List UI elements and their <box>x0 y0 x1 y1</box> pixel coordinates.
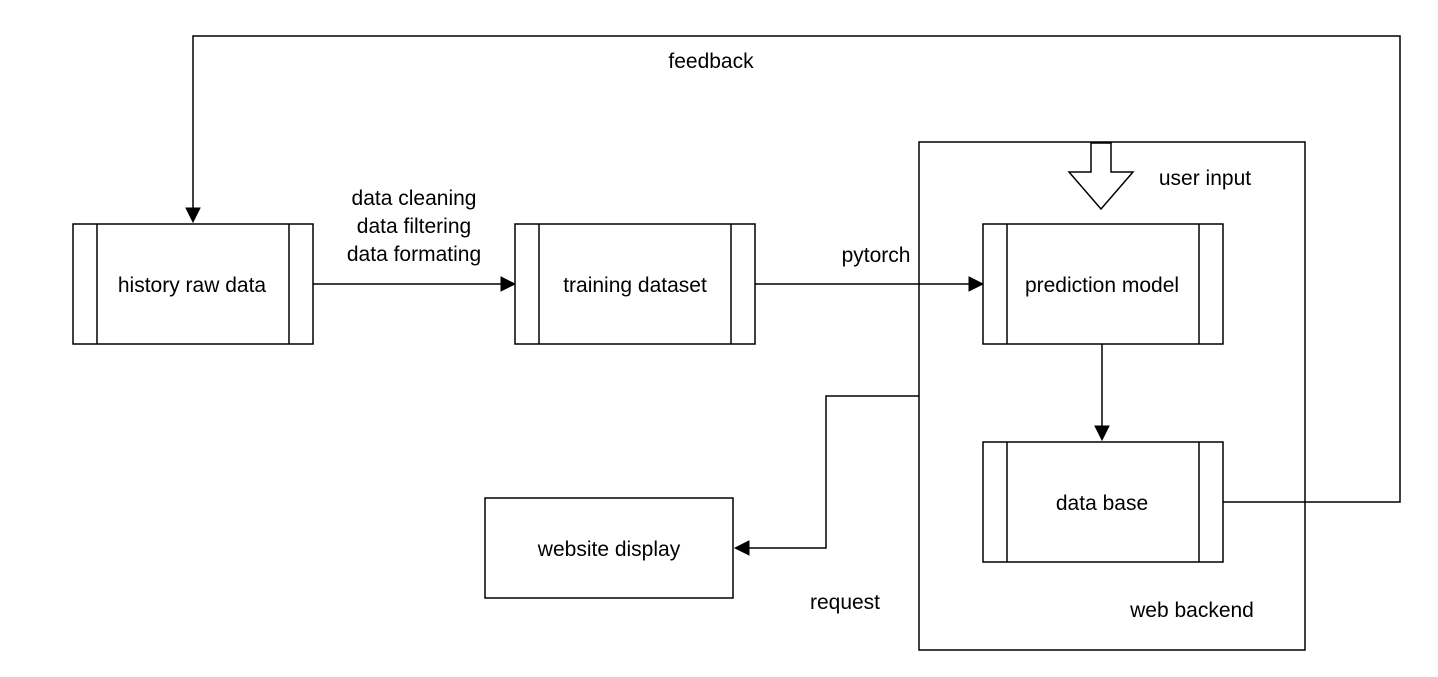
preprocessing-label-line-3: data formating <box>347 243 481 266</box>
preprocessing-label-line-2: data filtering <box>357 215 471 238</box>
website-display-label: website display <box>537 538 681 561</box>
data-base-node: data base <box>982 441 1224 563</box>
request-arrowhead <box>733 540 750 556</box>
preprocessing-arrowhead <box>500 276 517 292</box>
model-to-database-edge <box>1094 344 1110 442</box>
training-dataset-node: training dataset <box>514 223 756 345</box>
history-raw-data-label: history raw data <box>118 274 267 297</box>
prediction-model-node: prediction model <box>982 223 1224 345</box>
website-display-node: website display <box>484 497 734 599</box>
web-backend-label: web backend <box>1129 599 1254 622</box>
request-label: request <box>810 591 880 614</box>
feedback-label: feedback <box>668 50 754 73</box>
preprocessing-edge: data cleaning data filtering data format… <box>313 187 517 292</box>
web-backend-container: web backend <box>918 141 1306 651</box>
training-edge: pytorch <box>755 244 985 292</box>
feedback-arrowhead <box>185 207 201 224</box>
training-arrowhead <box>968 276 985 292</box>
history-raw-data-node: history raw data <box>72 223 314 345</box>
preprocessing-label-line-1: data cleaning <box>352 187 477 210</box>
pytorch-label: pytorch <box>842 244 911 267</box>
data-base-label: data base <box>1056 492 1148 515</box>
user-input-label: user input <box>1159 167 1251 190</box>
feedback-edge: feedback <box>185 35 1401 503</box>
prediction-model-label: prediction model <box>1025 274 1179 297</box>
model-to-database-arrowhead <box>1094 425 1110 442</box>
user-input-arrow: user input <box>1067 142 1251 211</box>
block-arrow-down-icon <box>1067 142 1135 211</box>
training-dataset-label: training dataset <box>563 274 707 297</box>
request-edge: request <box>733 395 919 614</box>
